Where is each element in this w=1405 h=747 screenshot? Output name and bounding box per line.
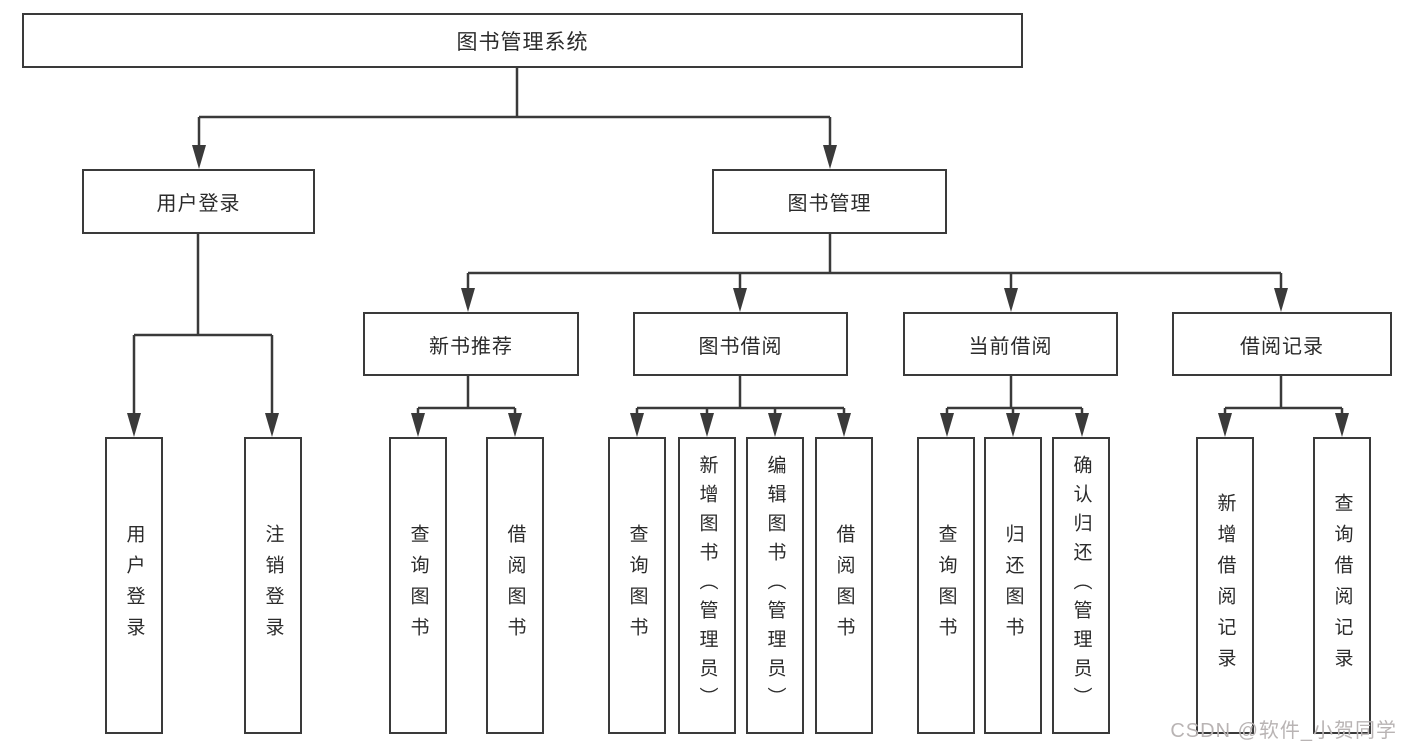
leaf-records-query-record: 查询借阅记录	[1313, 437, 1371, 734]
node-new-book-recommend: 新书推荐	[363, 312, 579, 376]
leaf-recommend-query-books: 查询图书	[389, 437, 447, 734]
leaf-borrowing-borrow-books-label: 借阅图书	[833, 523, 855, 648]
leaf-current-query-books-label: 查询图书	[935, 523, 957, 648]
node-current-borrowing: 当前借阅	[903, 312, 1118, 376]
leaf-records-add-record-label: 新增借阅记录	[1214, 492, 1236, 679]
leaf-borrowing-query-books-label: 查询图书	[626, 523, 648, 648]
node-book-borrowing: 图书借阅	[633, 312, 848, 376]
leaf-user-login: 用户登录	[105, 437, 163, 734]
leaf-current-query-books: 查询图书	[917, 437, 975, 734]
leaf-current-confirm-return-admin: 确认归还（管理员）	[1052, 437, 1110, 734]
leaf-logout: 注销登录	[244, 437, 302, 734]
node-system-root-label: 图书管理系统	[456, 30, 589, 54]
node-current-borrowing-label: 当前借阅	[968, 335, 1053, 358]
leaf-borrowing-add-books-admin-label: 新增图书（管理员）	[696, 455, 718, 716]
node-borrow-records: 借阅记录	[1172, 312, 1392, 376]
node-user-login: 用户登录	[82, 169, 315, 234]
node-borrow-records-label: 借阅记录	[1240, 335, 1324, 358]
arrowheads	[127, 145, 1349, 437]
node-new-book-recommend-label: 新书推荐	[429, 335, 513, 358]
leaf-records-query-record-label: 查询借阅记录	[1331, 492, 1353, 679]
csdn-watermark: CSDN @软件_小贺同学	[1170, 720, 1397, 742]
node-book-borrowing-label: 图书借阅	[698, 335, 783, 358]
leaf-borrowing-borrow-books: 借阅图书	[815, 437, 873, 734]
node-system-root: 图书管理系统	[22, 13, 1023, 68]
node-user-login-label: 用户登录	[156, 193, 241, 215]
leaf-borrowing-add-books-admin: 新增图书（管理员）	[678, 437, 736, 734]
leaf-current-confirm-return-admin-label: 确认归还（管理员）	[1070, 455, 1092, 716]
leaf-current-return-books-label: 归还图书	[1002, 523, 1024, 648]
leaf-records-add-record: 新增借阅记录	[1196, 437, 1254, 734]
leaf-borrowing-edit-books-admin-label: 编辑图书（管理员）	[764, 455, 786, 716]
leaf-logout-label: 注销登录	[262, 523, 284, 648]
leaf-recommend-query-books-label: 查询图书	[407, 523, 429, 648]
leaf-recommend-borrow-books: 借阅图书	[486, 437, 544, 734]
leaf-borrowing-edit-books-admin: 编辑图书（管理员）	[746, 437, 804, 734]
leaf-user-login-label: 用户登录	[123, 523, 145, 648]
leaf-recommend-borrow-books-label: 借阅图书	[504, 523, 526, 648]
leaf-current-return-books: 归还图书	[984, 437, 1042, 734]
node-book-management: 图书管理	[712, 169, 947, 234]
node-book-management-label: 图书管理	[787, 193, 872, 215]
leaf-borrowing-query-books: 查询图书	[608, 437, 666, 734]
